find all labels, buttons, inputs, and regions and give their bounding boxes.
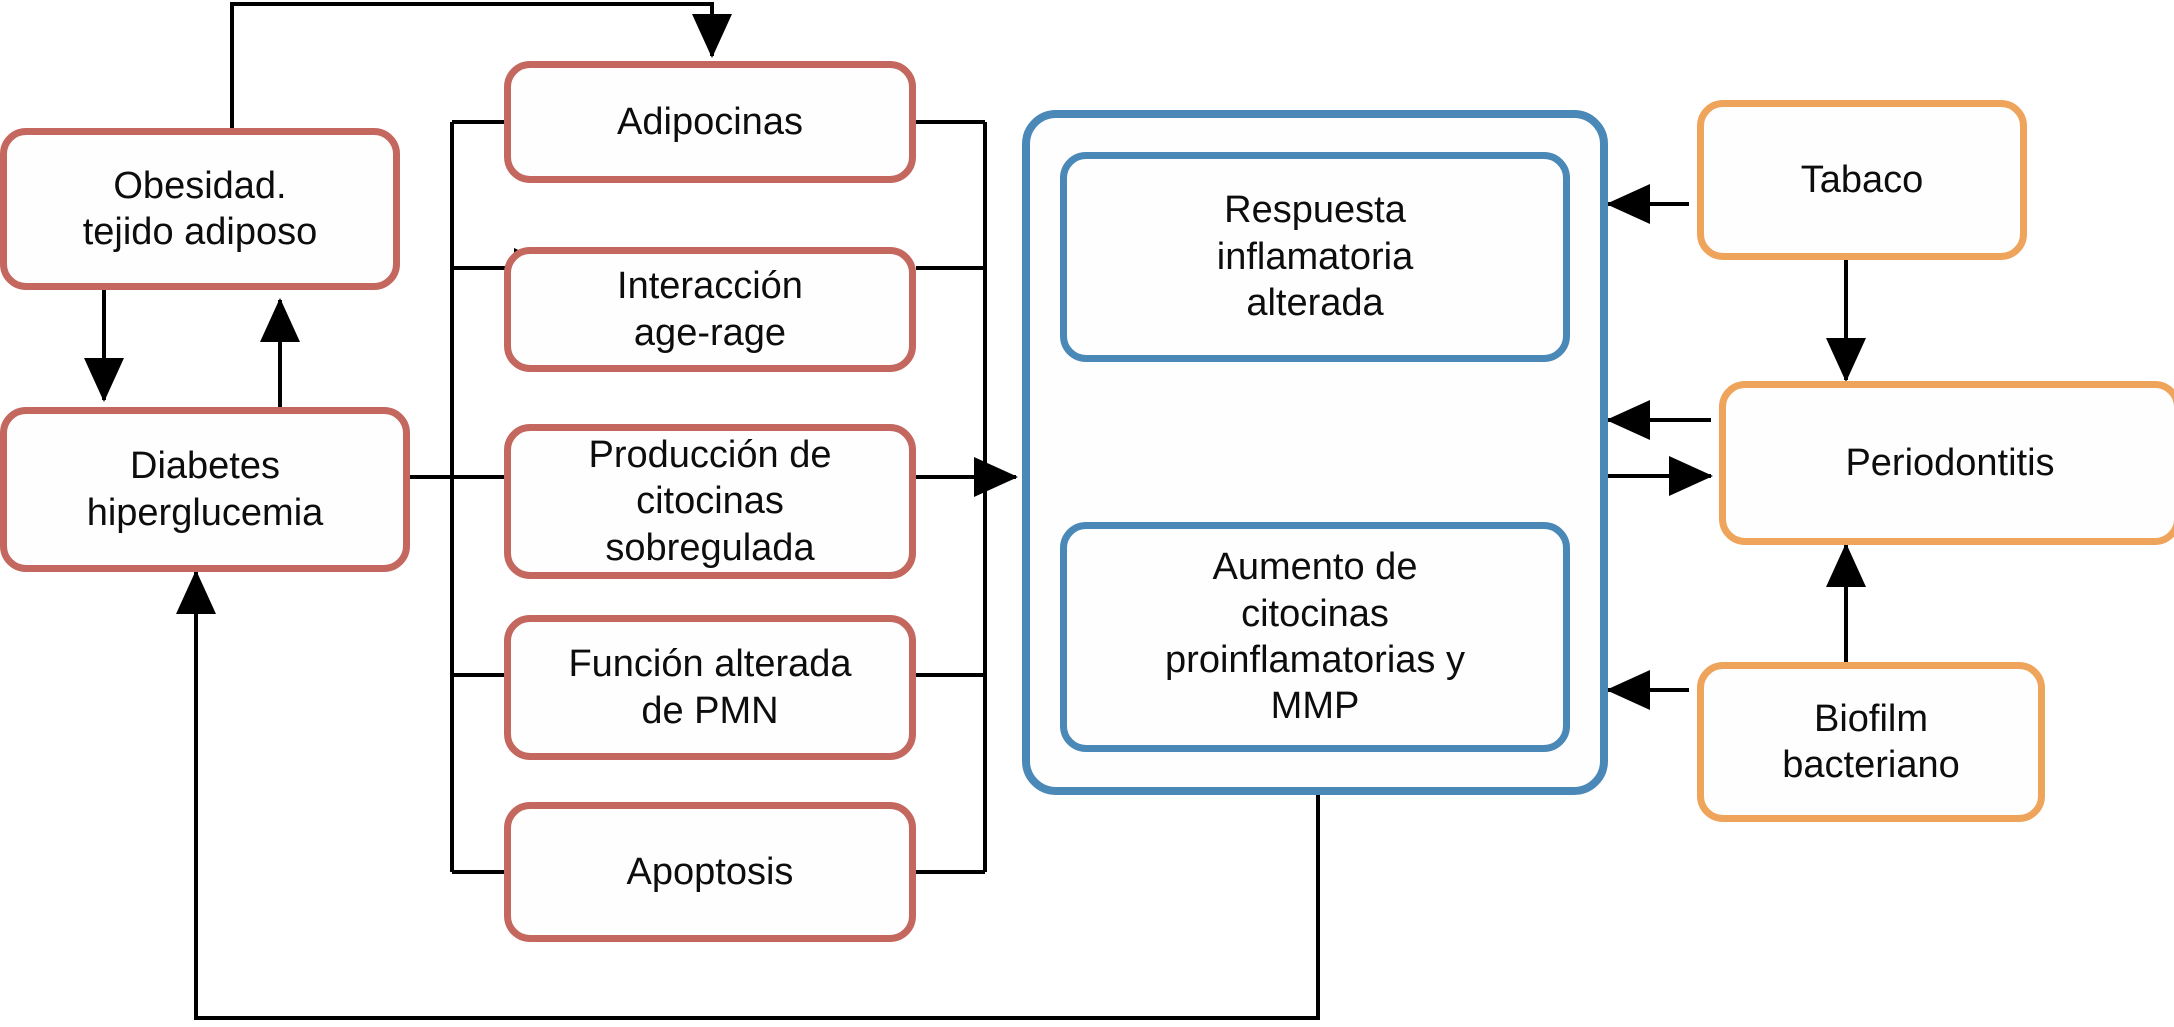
node-diabetes[interactable]: Diabetes hiperglucemia <box>0 407 410 572</box>
node-periodontitis[interactable]: Periodontitis <box>1719 381 2174 545</box>
node-aumento-citocinas[interactable]: Aumento de citocinas proinflamatorias y … <box>1060 522 1570 752</box>
node-tabaco[interactable]: Tabaco <box>1697 100 2027 260</box>
node-produccion-citocinas[interactable]: Producción de citocinas sobregulada <box>504 424 916 579</box>
node-respuesta-inflamatoria[interactable]: Respuesta inflamatoria alterada <box>1060 152 1570 362</box>
node-funcion-pmn[interactable]: Función alterada de PMN <box>504 615 916 760</box>
node-biofilm-bacteriano[interactable]: Biofilm bacteriano <box>1697 662 2045 822</box>
node-obesidad[interactable]: Obesidad. tejido adiposo <box>0 128 400 290</box>
node-adipocinas[interactable]: Adipocinas <box>504 61 916 183</box>
node-interaccion-age-rage[interactable]: Interacción age-rage <box>504 247 916 372</box>
node-apoptosis[interactable]: Apoptosis <box>504 802 916 942</box>
